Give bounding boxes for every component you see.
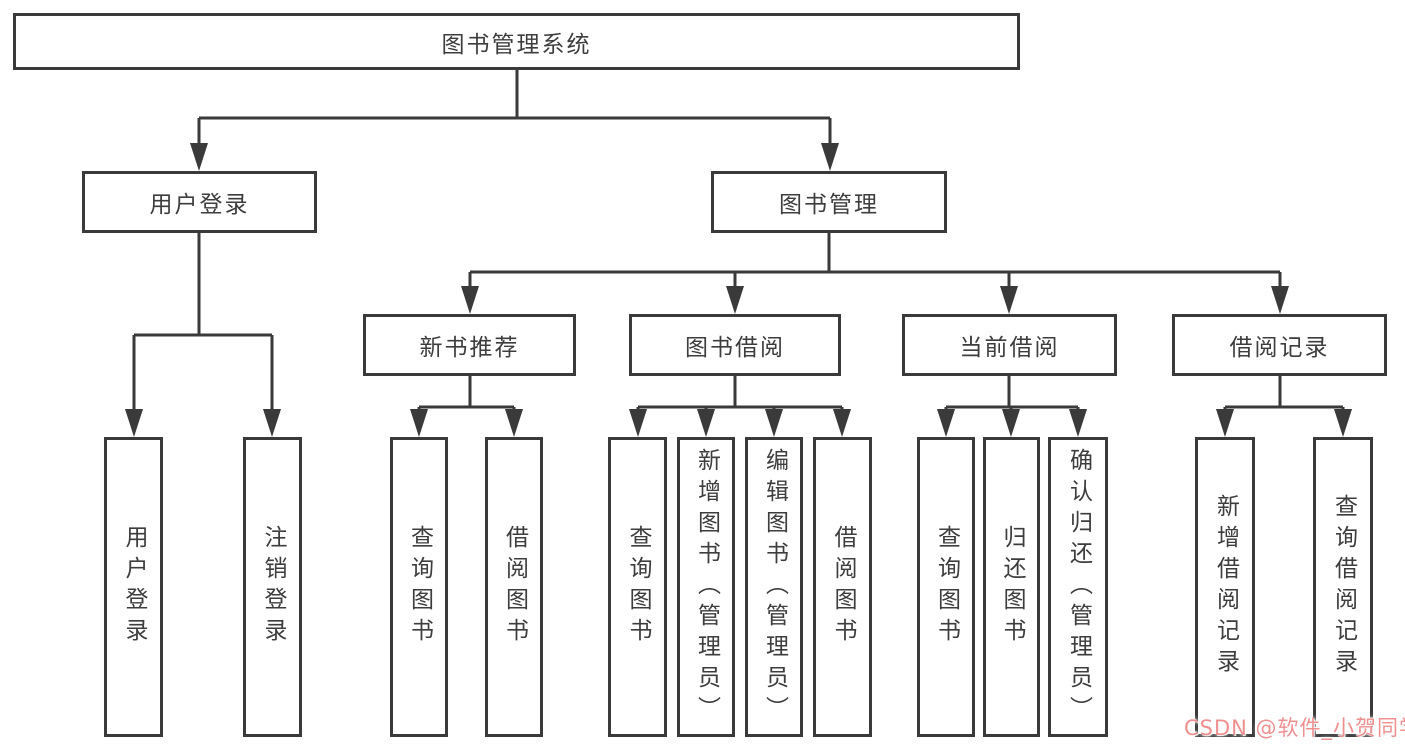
leaf-borrow-books: 借阅图书 (813, 437, 872, 737)
node-borrow-records: 借阅记录 (1172, 314, 1387, 376)
leaf-query-borrow-record: 查询借阅记录 (1313, 437, 1373, 737)
leaf-query-books-recommend: 查询图书 (390, 437, 448, 737)
leaf-label: 查询图书 (625, 525, 651, 649)
leaf-label: 编辑图书（管理员） (761, 447, 788, 727)
csdn-watermark: CSDN @软件_小贺同学 (1184, 716, 1405, 740)
leaf-label: 确认归还（管理员） (1065, 447, 1092, 727)
leaf-add-borrow-record: 新增借阅记录 (1195, 437, 1255, 737)
leaf-label: 查询借阅记录 (1330, 494, 1357, 680)
node-book-management: 图书管理 (711, 171, 947, 233)
leaf-query-books-borrow: 查询图书 (608, 437, 667, 737)
leaf-label: 新增图书（管理员） (693, 447, 720, 727)
leaf-label: 新增借阅记录 (1212, 494, 1239, 680)
node-new-book-recommend: 新书推荐 (363, 314, 576, 376)
node-system-root: 图书管理系统 (13, 13, 1020, 70)
leaf-label: 注销登录 (260, 525, 286, 649)
leaf-label: 查询图书 (406, 525, 433, 649)
leaf-label: 借阅图书 (501, 525, 528, 649)
leaf-add-book-admin: 新增图书（管理员） (677, 437, 735, 737)
leaf-label: 用户登录 (121, 525, 147, 649)
leaf-label: 归还图书 (999, 525, 1025, 649)
leaf-label: 查询图书 (933, 525, 960, 649)
leaf-query-books-current: 查询图书 (917, 437, 975, 737)
node-user-login: 用户登录 (82, 171, 317, 233)
leaf-logout: 注销登录 (243, 437, 302, 737)
node-current-borrow: 当前借阅 (902, 314, 1117, 376)
leaf-borrow-books-recommend: 借阅图书 (485, 437, 543, 737)
node-book-borrow: 图书借阅 (629, 314, 841, 376)
leaf-user-login: 用户登录 (104, 437, 163, 737)
leaf-edit-book-admin: 编辑图书（管理员） (745, 437, 803, 737)
leaf-label: 借阅图书 (830, 525, 856, 649)
arrowheads (125, 143, 1352, 437)
leaf-return-book: 归还图书 (983, 437, 1040, 737)
leaf-confirm-return-admin: 确认归还（管理员） (1048, 437, 1108, 737)
